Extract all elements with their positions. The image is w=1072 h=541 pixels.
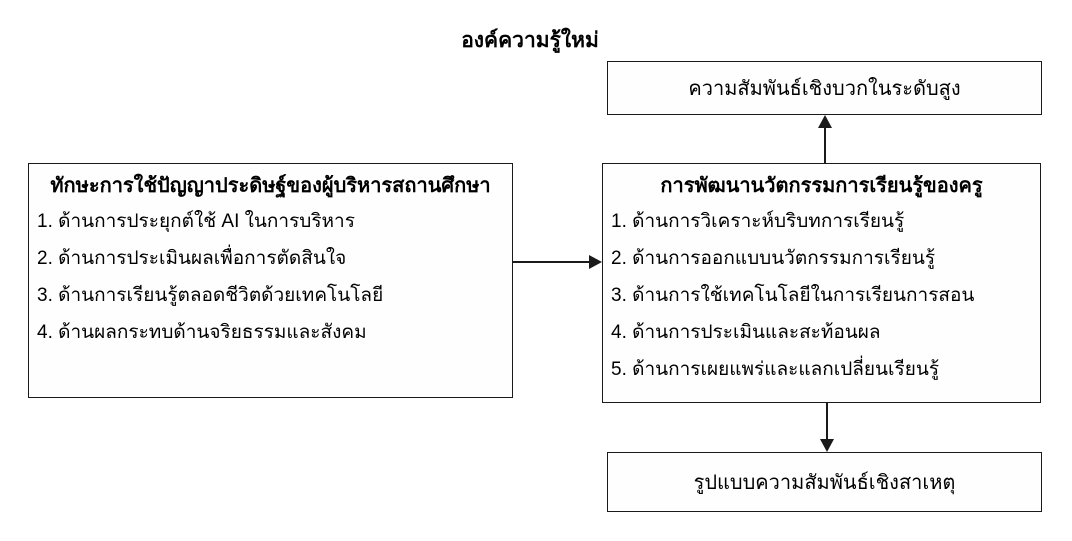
innovation-item: 4. ด้านการประเมินและสะท้อนผล bbox=[611, 322, 881, 343]
arrow-innovation-to-model bbox=[820, 403, 834, 452]
innovation-item: 1. ด้านการวิเคราะห์บริบทการเรียนรู้ bbox=[611, 211, 905, 232]
arrow-shaft bbox=[513, 261, 591, 263]
arrow-down-head-icon bbox=[820, 439, 834, 452]
arrow-innovation-to-relationship bbox=[818, 115, 832, 163]
arrow-right-head-icon bbox=[589, 255, 602, 269]
innovation-item: 2. ด้านการออกแบบนวัตกรรมการเรียนรู้ bbox=[611, 248, 936, 269]
causal-model-label: รูปแบบความสัมพันธ์เชิงสาเหตุ bbox=[693, 472, 956, 494]
innovation-item: 5. ด้านการเผยแพร่และแลกเปลี่ยนเรียนรู้ bbox=[611, 359, 940, 380]
positive-relationship-label: ความสัมพันธ์เชิงบวกในระดับสูง bbox=[688, 78, 961, 100]
ai-skills-box-title: ทักษะการใช้ปัญญาประดิษฐ์ของผู้บริหารสถาน… bbox=[50, 175, 491, 197]
diagram-title: องค์ความรู้ใหม่ bbox=[461, 29, 599, 52]
ai-skills-item: 4. ด้านผลกระทบด้านจริยธรรมและสังคม bbox=[37, 322, 367, 343]
ai-skills-item: 3. ด้านการเรียนรู้ตลอดชีวิตด้วยเทคโนโลยี bbox=[37, 285, 384, 306]
ai-skills-item: 2. ด้านการประเมินผลเพื่อการตัดสินใจ bbox=[37, 248, 347, 269]
arrow-shaft bbox=[826, 403, 828, 441]
arrow-skills-to-innovation bbox=[513, 255, 602, 269]
arrow-shaft bbox=[824, 126, 826, 163]
ai-skills-box: ทักษะการใช้ปัญญาประดิษฐ์ของผู้บริหารสถาน… bbox=[28, 163, 513, 398]
innovation-item: 3. ด้านการใช้เทคโนโลยีในการเรียนการสอน bbox=[611, 285, 975, 306]
innovation-box: การพัฒนานวัตกรรมการเรียนรู้ของครู 1. ด้า… bbox=[602, 163, 1041, 403]
causal-model-box: รูปแบบความสัมพันธ์เชิงสาเหตุ bbox=[607, 452, 1042, 512]
arrow-up-head-icon bbox=[818, 115, 832, 128]
ai-skills-item: 1. ด้านการประยุกต์ใช้ AI ในการบริหาร bbox=[37, 211, 355, 232]
positive-relationship-box: ความสัมพันธ์เชิงบวกในระดับสูง bbox=[607, 61, 1042, 115]
innovation-box-title: การพัฒนานวัตกรรมการเรียนรู้ของครู bbox=[660, 175, 983, 197]
